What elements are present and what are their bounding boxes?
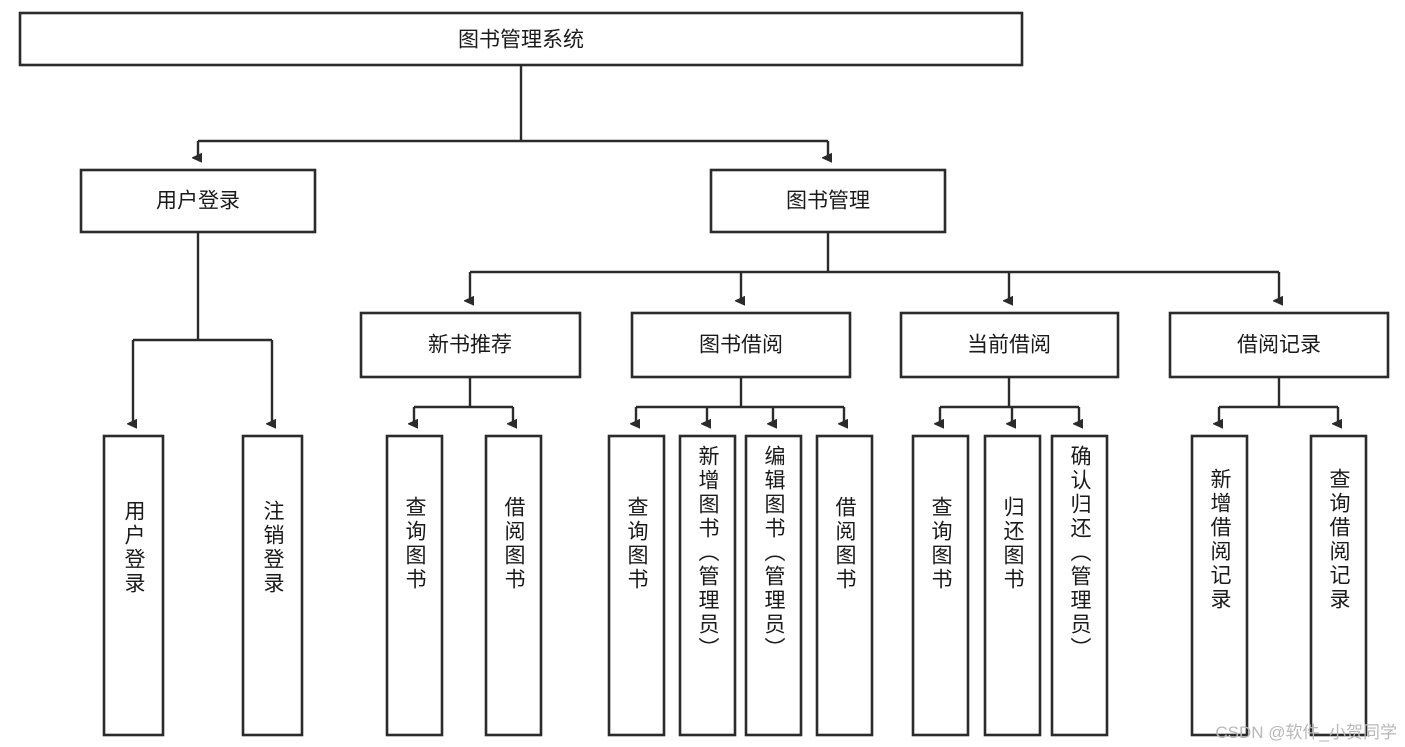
edge-group-new-books: [414, 377, 513, 424]
node-borrow-records-label: 借阅记录: [1237, 334, 1321, 357]
leaf-box-return-books[interactable]: [983, 434, 1042, 737]
leaf-box-edit-book-admin[interactable]: [744, 434, 803, 737]
node-new-book-recommend-box: [359, 311, 582, 379]
leaf-box-user-login[interactable]: [102, 434, 165, 737]
node-current-borrow-label: 当前借阅: [967, 334, 1051, 357]
leaf-box-query-books-borrow[interactable]: [607, 434, 666, 737]
node-borrow-records-box: [1168, 311, 1390, 379]
leaf-box-borrow-books-new[interactable]: [484, 434, 543, 737]
node-book-management-box: [709, 168, 947, 234]
edge-group-book-borrow: [636, 377, 844, 424]
edge-group-root: [198, 65, 828, 158]
edge-group-book-mgmt: [470, 232, 1279, 301]
csdn-watermark: CSDN @软件_小贺同学: [1215, 723, 1397, 742]
leaf-box-query-books-new[interactable]: [385, 434, 444, 737]
leaf-box-query-borrow-record[interactable]: [1309, 434, 1368, 737]
edge-group-user-login: [133, 232, 272, 424]
node-current-borrow-box: [899, 311, 1120, 379]
node-current-borrow[interactable]: 当前借阅: [899, 311, 1120, 379]
leaf-box-query-books-current[interactable]: [911, 434, 970, 737]
node-borrow-records[interactable]: 借阅记录: [1168, 311, 1390, 379]
node-book-management[interactable]: 图书管理: [709, 168, 947, 234]
node-user-login-label: 用户登录: [156, 190, 240, 213]
edge-group-borrow-records: [1219, 377, 1338, 424]
leaf-box-user-logout[interactable]: [241, 434, 304, 737]
node-user-login-box: [79, 168, 317, 234]
node-book-management-label: 图书管理: [786, 190, 870, 213]
node-book-borrow[interactable]: 图书借阅: [630, 311, 852, 379]
node-book-borrow-box: [630, 311, 852, 379]
leaf-box-add-book-admin[interactable]: [678, 434, 737, 737]
leaf-box-add-borrow-record[interactable]: [1190, 434, 1249, 737]
leaf-box-borrow-books[interactable]: [815, 434, 874, 737]
node-new-book-recommend-label: 新书推荐: [428, 334, 512, 357]
leaf-boxes: [102, 434, 1368, 737]
node-root-box: [18, 11, 1024, 67]
node-user-login[interactable]: 用户登录: [79, 168, 317, 234]
node-book-borrow-label: 图书借阅: [699, 334, 783, 357]
node-new-book-recommend[interactable]: 新书推荐: [359, 311, 582, 379]
node-root-label: 图书管理系统: [458, 29, 584, 52]
edge-group-current-borrow: [940, 377, 1079, 424]
node-root-book-management-system[interactable]: 图书管理系统: [18, 11, 1024, 67]
leaf-box-confirm-return-admin[interactable]: [1050, 434, 1109, 737]
